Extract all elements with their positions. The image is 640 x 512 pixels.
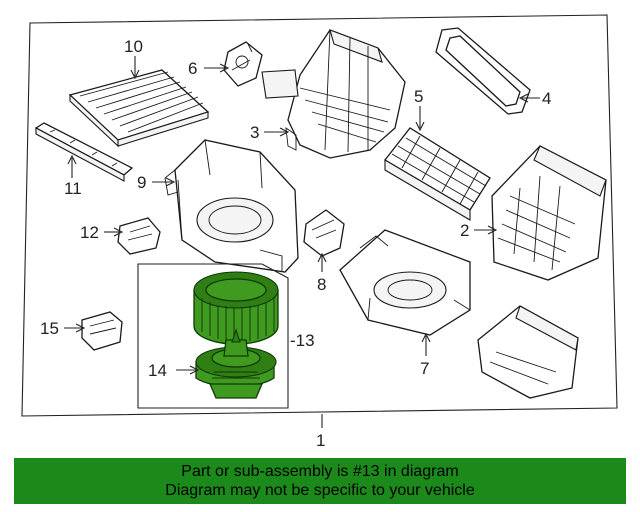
callout-15: 15 (40, 319, 59, 338)
part-2-hvac-unit[interactable] (491, 145, 607, 281)
diagram-frame (21, 14, 618, 417)
part-14-blower-motor[interactable] (195, 328, 277, 399)
part-11-filter-cover[interactable] (34, 122, 134, 182)
callout-4: 4 (542, 89, 551, 108)
callout-10: 10 (124, 37, 143, 56)
part-10-cabin-filter[interactable] (68, 69, 210, 148)
callout-13: -13 (290, 331, 315, 350)
part-5-evaporator[interactable] (384, 127, 491, 221)
sub-assembly-box (137, 263, 289, 409)
callout-5: 5 (414, 87, 423, 106)
callout-9: 9 (137, 173, 146, 192)
callout-1: 1 (316, 431, 325, 450)
part-8-actuator[interactable] (303, 209, 345, 257)
callout-3: 3 (250, 123, 259, 142)
part-6-actuator[interactable] (223, 41, 263, 87)
callout-8: 8 (317, 275, 326, 294)
callout-2: 2 (460, 221, 469, 240)
part-3-intake-duct[interactable] (261, 29, 406, 159)
part-7-lower-case[interactable] (339, 229, 471, 336)
part-9-blower-housing[interactable] (164, 139, 299, 273)
part-13-blower-wheel[interactable] (193, 271, 279, 345)
part-12-resistor[interactable] (117, 217, 161, 255)
callout-14: 14 (148, 361, 167, 380)
part-4-seal[interactable] (435, 27, 531, 115)
callout-11: 11 (64, 179, 82, 198)
banner-line-2: Diagram may not be specific to your vehi… (165, 482, 475, 499)
callout-12: 12 (80, 223, 99, 242)
callout-7: 7 (420, 359, 429, 378)
part-15-relay[interactable] (81, 311, 123, 351)
callout-6: 6 (188, 59, 197, 78)
info-banner: Part or sub-assembly is #13 in diagram D… (14, 458, 626, 504)
duct-piece (477, 305, 579, 399)
banner-line-1: Part or sub-assembly is #13 in diagram (181, 463, 459, 480)
